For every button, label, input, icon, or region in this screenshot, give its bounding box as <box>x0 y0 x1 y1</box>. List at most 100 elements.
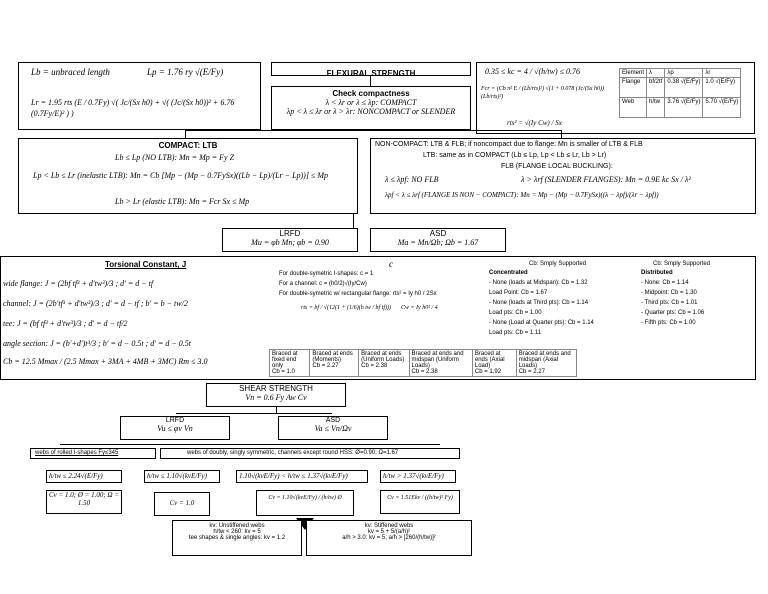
lrfd-flexure-title: LRFD <box>279 229 301 238</box>
rolled-condition: h/tw ≤ 2.24√(E/Fy) <box>49 472 103 480</box>
kv-unstiffened-line-2: tee shapes & single angles: kv = 1.2 <box>188 535 286 541</box>
width-thickness-table: Element λ λp λr Flange bf/2tf 0.38 √(E/F… <box>618 68 742 118</box>
tee-j: tee: J = (bf tf³ + d′tw³)/3 ; d′ = d − t… <box>3 319 128 328</box>
cb-conc-item: - None (loads at Midspan): Cb = 1.32 <box>489 280 588 286</box>
kv-stiffened-line-1: kv = 5 + 5/(a/h)² <box>367 529 411 535</box>
lr-equation: Lr = 1.95 rts (E / 0.7Fy) √( Jc/(Sx h0) … <box>31 98 235 118</box>
lp-equation: Lp = 1.76 ry √(E/Fy) <box>147 67 224 77</box>
c3-box: h/tw > 1.37√(kvE/Fy) <box>380 470 456 483</box>
cb-dist-item: - Fifth pts: Cb = 1.00 <box>641 320 696 326</box>
table-header: λ <box>646 68 666 78</box>
lrfd-flexure-box: LRFD Mu = φb Mn; φb = 0.90 <box>222 228 358 252</box>
result-2: Cv = 1.10√(kvE/Fy) / (h/tw) Ø <box>268 495 342 501</box>
rolled-condition-box: h/tw ≤ 2.24√(E/Fy) <box>46 470 122 483</box>
cb-conc-title: Cb: Smply Supported <box>529 261 587 267</box>
bracing-cell: Braced at ends (Uniform Loads)Cb = 2.38 <box>358 349 410 377</box>
kv-stiffened-box: kv: Stiffened webs kv = 5 + 5/(a/h)² a/h… <box>306 520 472 556</box>
condition-2: 1.10√(kvE/Fy) < h/tw ≤ 1.37√(kvE/Fy) <box>239 472 348 480</box>
cb-dist-item: - Quarter pts: Cb = 1.06 <box>641 310 705 316</box>
c-channel: For a channel: c = (h0/2)√(Iy/Cw) <box>279 281 367 287</box>
result-1: Cv = 1.0 <box>169 499 195 507</box>
flexural-title-box: FLEXURAL STRENGTH <box>271 62 471 78</box>
bracing-cell: Braced at ends and midspan (Axial Loads)… <box>515 349 578 377</box>
kv-unstiffened-line-1: h/tw < 260: kv = 5 <box>213 529 261 535</box>
cb-conc-sub: Concentrated <box>489 270 528 276</box>
cb-dist-title: Cb: Smply Supported <box>653 261 711 267</box>
asd-shear-title: ASD <box>325 417 341 424</box>
cb-dist-item: - Third pts: Cb = 1.01 <box>641 300 698 306</box>
result-3: Cv = 1.51Ekv / ((h/tw)² Fy) <box>387 495 453 501</box>
rts-bf-equation: rts = bf / √(12(1 + (1/6)(h tw / bf tf))… <box>301 305 392 311</box>
noncompact-title: NON-COMPACT: LTB & FLB; if noncompact du… <box>375 141 643 148</box>
doubly-webs-box: webs of doubly, singly symmetric, channe… <box>160 448 460 459</box>
compact-ltb-box: COMPACT: LTB Lb ≤ Lp (NO LTB): Mn = Mp =… <box>18 138 358 214</box>
c1-box: h/tw ≤ 1.10√(kvE/Fy) <box>144 470 220 483</box>
cb-conc-item: - None (loads at Third pts): Cb = 1.14 <box>489 300 589 306</box>
no-flb-equation: λ ≤ λpf: NO FLB <box>385 175 439 184</box>
kv-unstiffened-box: kv: Unstiffened webs h/tw < 260: kv = 5 … <box>172 520 302 556</box>
doubly-webs-label: webs of doubly, singly symmetric, channe… <box>187 450 399 456</box>
rolled-result-box: Cv = 1.0; Ø = 1.00; Ω = 1.50 <box>46 490 122 514</box>
channel-j: channel: J = (2b′tf³ + d′tw³)/3 ; d′ = d… <box>3 299 188 308</box>
cb-conc-item: Load pts: Cb = 1.00 <box>489 310 542 316</box>
cw-equation: Cw = Iy h0² / 4 <box>401 305 438 311</box>
table-cell: 1.0 √(E/Fy) <box>702 77 742 98</box>
compactness-title: Check compactness <box>332 89 410 98</box>
kv-stiffened-title: kv: Stiffened webs <box>364 523 414 529</box>
cb-dist-item: - Midpoint: Cb = 1.30 <box>641 290 697 296</box>
asd-shear-box: ASD Va ≤ Vn/Ωv <box>278 416 388 440</box>
lrfd-flexure-equation: Mu = φb Mn; φb = 0.90 <box>251 238 329 247</box>
table-cell: Flange <box>618 77 648 98</box>
table-cell: 0.38 √(E/Fy) <box>664 77 704 98</box>
compact-condition: λ < λr or λ ≤ λp: COMPACT <box>325 98 417 107</box>
kv-unstiffened-title: kv: Unstiffened webs <box>209 523 265 529</box>
noncompact-condition: λp < λ ≤ λr or λ > λr: NONCOMPACT or SLE… <box>286 107 456 116</box>
c-rect-flange: For double-symetric w/ rectangular flang… <box>279 291 437 297</box>
cb-conc-item: - None (Load at Quarter pts): Cb = 1.14 <box>489 320 594 326</box>
rolled-result: Cv = 1.0; Ø = 1.00; Ω = 1.50 <box>49 491 119 507</box>
rolled-webs-box: webs of rolled I-shapes Fy≤345 <box>30 448 156 459</box>
lrfd-shear-title: LRFD <box>165 417 185 424</box>
bracing-cell: Braced at ends (Moments)Cb = 2.27 <box>309 349 360 377</box>
r1-box: Cv = 1.0 <box>154 492 210 516</box>
shear-title-box: SHEAR STRENGTH Vn = 0.6 Fy Aw Cv <box>206 383 346 407</box>
condition-1: h/tw ≤ 1.10√(kvE/Fy) <box>147 472 207 480</box>
inelastic-ltb-equation: Lp < Lb ≤ Lr (inelastic LTB): Mn = Cb [M… <box>33 171 329 180</box>
shear-title: SHEAR STRENGTH <box>239 384 313 393</box>
ltb-same-text: LTB: same as in COMPACT (Lb ≤ Lp, Lp < L… <box>423 152 607 159</box>
lb-definition: Lb = unbraced length <box>31 67 110 77</box>
c2-box: 1.10√(kvE/Fy) < h/tw ≤ 1.37√(kvE/Fy) <box>236 470 368 483</box>
lrfd-shear-box: LRFD Vu ≤ φv Vn <box>120 416 230 440</box>
cb-dist-sub: Distributed <box>641 270 673 276</box>
lb-lp-lr-box: Lb = unbraced length Lp = 1.76 ry √(E/Fy… <box>18 62 261 130</box>
cb-dist-item: - None: Cb = 1.14 <box>641 280 689 286</box>
connector-line <box>185 130 561 131</box>
table-header: Element <box>618 68 648 78</box>
compact-title: COMPACT: LTB <box>158 141 218 150</box>
asd-shear-equation: Va ≤ Vn/Ωv <box>314 424 352 433</box>
noncompact-flange-equation: λpf < λ ≤ λrf (FLANGE IS NON − COMPACT):… <box>385 191 659 199</box>
table-cell: h/tw <box>646 97 666 118</box>
cb-conc-item: Load Point: Cb = 1.67 <box>489 290 548 296</box>
rts-equation: rts² = √(Iy Cw) / Sx <box>507 119 562 127</box>
torsion-title: Torsional Constant, J <box>105 260 187 269</box>
wide-flange-j: wide flange: J = (2bf tf³ + d′tw³)/3 ; d… <box>3 279 154 288</box>
r3-box: Cv = 1.51Ekv / ((h/tw)² Fy) <box>380 490 460 514</box>
rolled-webs-label: webs of rolled I-shapes Fy≤345 <box>35 450 119 456</box>
fcr-equation: Fcr = (Cb π² E / (Lb/rts)²) √(1 + 0.078 … <box>481 86 604 100</box>
table-cell: Web <box>618 97 648 118</box>
r2-box: Cv = 1.10√(kvE/Fy) / (h/tw) Ø <box>256 490 354 516</box>
lrfd-shear-equation: Vu ≤ φv Vn <box>157 424 193 433</box>
c-label: c <box>389 259 393 269</box>
torsion-cb-box: Torsional Constant, J wide flange: J = (… <box>0 256 756 380</box>
table-cell: bf/2tf <box>646 77 666 98</box>
table-cell: 3.76 √(E/Fy) <box>664 97 704 118</box>
c-i-shape: For double-symetric I-shapes: c = 1 <box>279 271 374 277</box>
connector-line <box>561 130 562 138</box>
connector-line <box>185 130 186 138</box>
bracing-cell: Braced at ends and midspan (Uniform Load… <box>408 349 473 377</box>
asd-flexure-equation: Ma = Mn/Ωb; Ωb = 1.67 <box>397 238 479 247</box>
table-cell: 5.70 √(E/Fy) <box>702 97 742 118</box>
elastic-ltb-equation: Lb > Lr (elastic LTB): Mn = Fcr Sx ≤ Mp <box>115 197 250 206</box>
